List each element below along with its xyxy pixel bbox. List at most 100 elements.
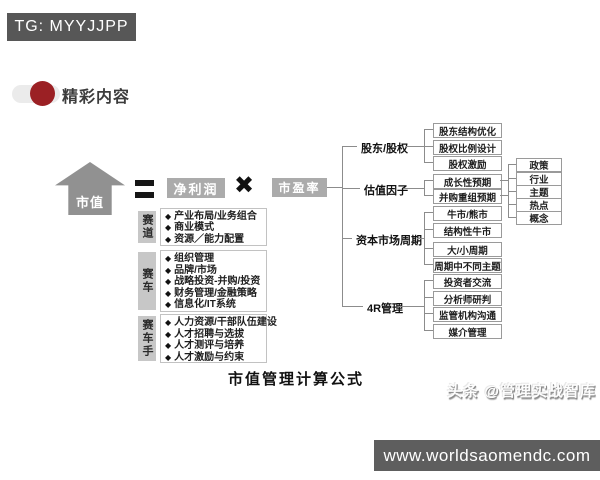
section-title: 精彩内容: [62, 89, 131, 106]
market-value-arrow: 市值: [55, 162, 125, 215]
tree-node: 牛市/熊市: [433, 206, 502, 221]
tree-node: 监管机构沟通: [433, 307, 502, 322]
connector-line: [327, 187, 342, 188]
list-item: ◆组织管理: [165, 253, 266, 265]
connector-line: [417, 238, 424, 239]
connector-line: [500, 180, 508, 181]
diamond-bullet-icon: ◆: [165, 341, 172, 351]
list-item: ◆品牌/市场: [165, 265, 266, 277]
tree-node: 概念: [516, 211, 562, 225]
connector-line: [424, 129, 425, 162]
market-value-label: 市值: [75, 195, 104, 210]
group-items-car: ◆组织管理 ◆品牌/市场 ◆战略投资-并购/投资 ◆财务管理/金融策略 ◆信息化…: [160, 250, 267, 312]
tree-node: 股权比例设计: [433, 140, 502, 155]
connector-line: [424, 280, 425, 330]
tree-node: 成长性预期: [433, 174, 502, 189]
diamond-bullet-icon: ◆: [165, 300, 172, 310]
connector-line: [424, 212, 425, 264]
tree-node: 结构性牛市: [433, 223, 502, 238]
group-label-text: 赛道: [141, 214, 153, 240]
connector-line: [342, 146, 343, 306]
list-item: ◆信息化/IT系统: [165, 299, 266, 311]
tree-node: 并购重组预期: [433, 189, 502, 204]
connector-line: [424, 330, 433, 331]
list-item-text: 资源／能力配置: [174, 233, 245, 245]
connector-line: [424, 180, 433, 181]
list-item-text: 人力资源/干部队伍建设: [174, 317, 277, 328]
list-item: ◆商业模式: [165, 222, 266, 233]
tree-node: 大/小周期: [433, 242, 502, 257]
diamond-bullet-icon: ◆: [165, 254, 172, 263]
connector-line: [406, 146, 424, 147]
connector-line: [424, 180, 425, 195]
list-item-text: 财务管理/金融策略: [174, 287, 257, 299]
list-item: ◆人才激励与约束: [165, 352, 266, 364]
connector-line: [404, 188, 424, 189]
tree-node: 热点: [516, 198, 562, 212]
connector-line: [342, 188, 360, 189]
list-item: ◆产业布局/业务组合: [165, 211, 266, 222]
group-label-text: 赛车手: [141, 319, 153, 358]
connector-line: [508, 204, 516, 205]
pe-ratio-label: 市盈率: [278, 181, 321, 195]
group-label-driver: 赛车手: [138, 316, 156, 361]
tree-node: 投资者交流: [433, 274, 502, 289]
connector-line: [424, 195, 433, 196]
connector-line: [424, 162, 433, 163]
branch-label-shareholders: 股东/股权: [361, 143, 409, 155]
tree-node: 股权激励: [433, 156, 502, 171]
tree-node: 行业: [516, 172, 562, 186]
branch-label-market-cycle: 资本市场周期: [356, 235, 422, 247]
connector-line: [424, 280, 433, 281]
list-item: ◆战略投资-并购/投资: [165, 276, 266, 288]
equals-icon: [135, 192, 154, 198]
tg-badge: TG: MYYJJPP: [7, 13, 136, 41]
equals-icon: [135, 180, 154, 186]
list-item-text: 品牌/市场: [174, 264, 217, 276]
connector-line: [500, 195, 508, 196]
footer-url: www.worldsaomendc.com: [383, 445, 591, 465]
tg-badge-text: TG: MYYJJPP: [14, 18, 129, 35]
connector-line: [424, 212, 433, 213]
watermark: 头条 @管理实战智库: [447, 383, 596, 400]
pe-ratio-box: 市盈率: [272, 178, 327, 197]
net-profit-box: 净利润: [167, 178, 225, 198]
list-item-text: 人才招聘与选拔: [174, 328, 245, 340]
list-item: ◆人才测评与培养: [165, 340, 266, 352]
diamond-bullet-icon: ◆: [165, 352, 172, 362]
connector-line: [342, 146, 357, 147]
diamond-bullet-icon: ◆: [165, 234, 172, 244]
connector-line: [424, 248, 433, 249]
diamond-bullet-icon: ◆: [165, 329, 172, 339]
tree-node: 政策: [516, 158, 562, 172]
list-item: ◆人力资源/干部队伍建设: [165, 317, 277, 329]
tree-node: 股东结构优化: [433, 123, 502, 138]
branch-label-valuation: 估值因子: [364, 185, 408, 197]
diamond-bullet-icon: ◆: [165, 318, 172, 327]
red-dot-icon: [30, 81, 55, 106]
tree-node: 周期中不同主题: [433, 258, 502, 273]
connector-line: [424, 264, 433, 265]
list-item-text: 战略投资-并购/投资: [174, 276, 261, 288]
multiply-icon: ✖: [234, 172, 255, 199]
diamond-bullet-icon: ◆: [165, 265, 172, 275]
connector-line: [424, 313, 433, 314]
net-profit-label: 净利润: [173, 181, 219, 197]
list-item-text: 组织管理: [174, 253, 215, 264]
list-item: ◆资源／能力配置: [165, 234, 266, 245]
connector-line: [342, 238, 352, 239]
group-label-text: 赛车: [141, 268, 153, 294]
tree-node: 媒介管理: [433, 324, 502, 339]
list-item-text: 商业模式: [174, 222, 215, 234]
diamond-bullet-icon: ◆: [165, 277, 172, 287]
diamond-bullet-icon: ◆: [165, 223, 172, 233]
connector-line: [342, 306, 363, 307]
connector-line: [424, 229, 433, 230]
tree-node: 分析师研判: [433, 291, 502, 306]
diamond-bullet-icon: ◆: [165, 212, 172, 221]
connector-line: [424, 297, 433, 298]
connector-line: [508, 164, 516, 165]
list-item-text: 产业布局/业务组合: [174, 211, 257, 222]
connector-line: [399, 306, 424, 307]
